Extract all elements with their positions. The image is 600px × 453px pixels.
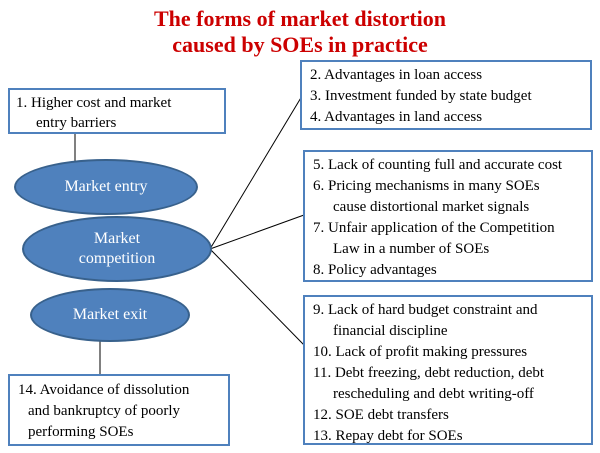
box-line: Law in a number of SOEs [333, 241, 490, 257]
box-line: financial discipline [333, 323, 448, 339]
box-line: 9. Lack of hard budget constraint and [313, 302, 538, 318]
ellipse-market-competition: Market competition [22, 216, 212, 282]
box-line: 2. Advantages in loan access [310, 67, 483, 83]
box-line: entry barriers [36, 115, 117, 131]
box-line: 5. Lack of counting full and accurate co… [313, 157, 563, 173]
box-line: 8. Policy advantages [313, 262, 437, 278]
box-budget-debt: 9. Lack of hard budget constraint and fi… [303, 295, 593, 445]
ellipse-market-exit: Market exit [30, 288, 190, 342]
ellipse-market-entry: Market entry [14, 159, 198, 215]
box-line: 7. Unfair application of the Competition [313, 220, 555, 236]
box-line: 1. Higher cost and market [16, 95, 172, 111]
ellipse-label: Market exit [72, 306, 148, 323]
box-line: 3. Investment funded by state budget [310, 88, 532, 104]
box-entry-barriers: 1. Higher cost and market entry barriers [8, 88, 226, 134]
box-line: performing SOEs [28, 424, 134, 440]
box-line: 12. SOE debt transfers [313, 407, 449, 423]
ellipse-label: Market entry [64, 178, 148, 195]
box-dissolution-bankruptcy: 14. Avoidance of dissolution and bankrup… [8, 374, 230, 446]
box-line: cause distortional market signals [333, 199, 530, 215]
box-line: 11. Debt freezing, debt reduction, debt [313, 365, 545, 381]
box-line: 13. Repay debt for SOEs [313, 428, 463, 444]
title-line-2: caused by SOEs in practice [172, 32, 428, 57]
box-line: 10. Lack of profit making pressures [313, 344, 528, 360]
box-cost-pricing: 5. Lack of counting full and accurate co… [303, 150, 593, 282]
diagram-title: The forms of market distortion caused by… [0, 6, 600, 58]
ellipse-label: Market competition [78, 230, 156, 267]
box-line: 14. Avoidance of dissolution [18, 382, 190, 398]
box-loan-access: 2. Advantages in loan access 3. Investme… [300, 60, 592, 130]
box-line: 4. Advantages in land access [310, 109, 483, 125]
box-line: and bankruptcy of poorly [28, 403, 181, 419]
box-line: rescheduling and debt writing-off [333, 386, 534, 402]
title-line-1: The forms of market distortion [153, 6, 447, 31]
box-line: 6. Pricing mechanisms in many SOEs [313, 178, 540, 194]
